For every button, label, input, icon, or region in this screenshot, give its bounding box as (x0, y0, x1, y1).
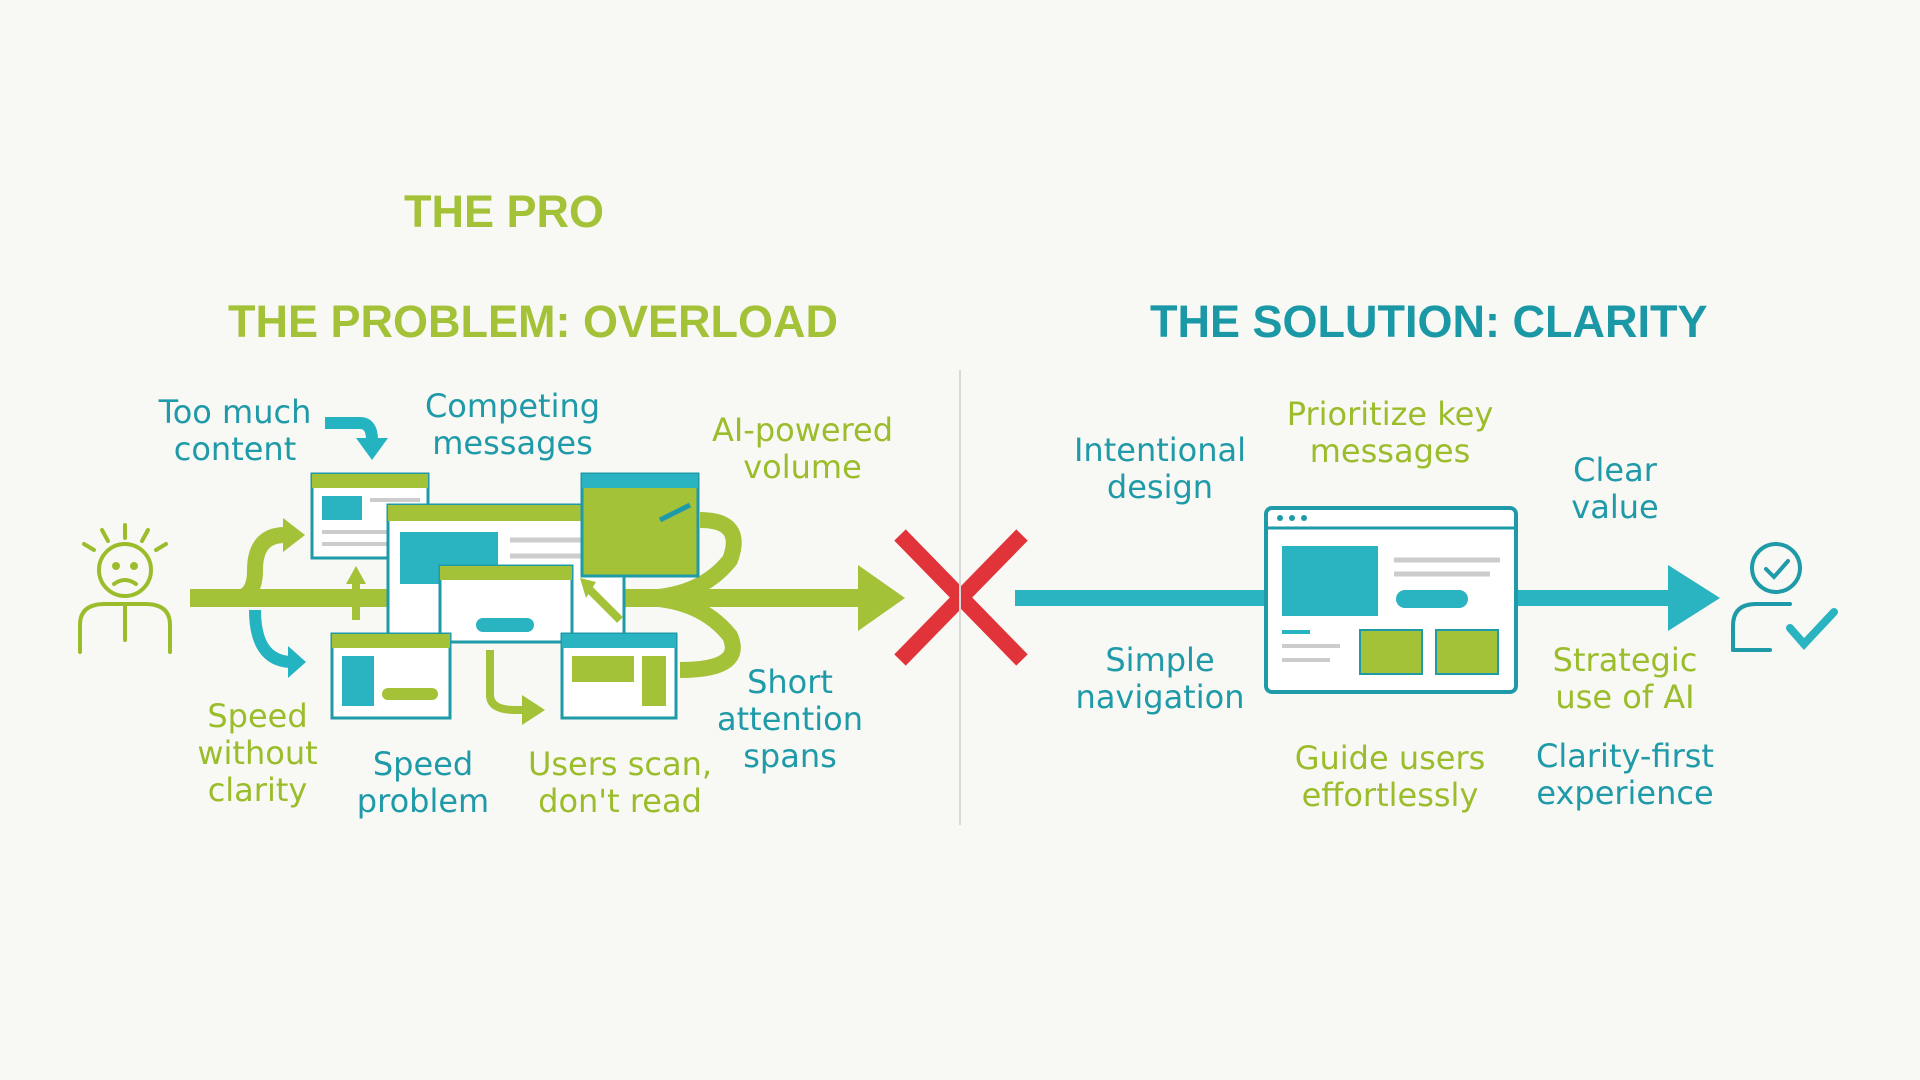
label-speed-problem: Speed problem (356, 745, 490, 820)
browser-window-icon (310, 472, 700, 720)
satisfied-user-icon (1731, 542, 1802, 652)
red-x-icon (894, 529, 1028, 666)
label-ai-powered-volume: AI-powered volume (711, 411, 894, 486)
check-icon (1786, 608, 1838, 650)
solution-title: THE SOLUTION: CLARITY (1150, 296, 1708, 347)
label-intentional-design: Intentional design (1073, 431, 1247, 506)
label-clear-value: Clear value (1571, 451, 1659, 526)
clean-browser-window-icon (1264, 506, 1518, 694)
label-strategic-ai: Strategic use of AI (1552, 641, 1698, 716)
label-users-scan: Users scan, don't read (527, 745, 713, 820)
label-simple-navigation: Simple navigation (1075, 641, 1245, 716)
truncated-title: THE PRO (404, 186, 605, 237)
label-short-attention: Short attention spans (717, 663, 863, 775)
teal-arrows (249, 417, 378, 668)
label-too-much-content: Too much content (158, 393, 312, 468)
label-clarity-first: Clarity-first experience (1536, 737, 1714, 812)
label-speed-without-clarity: Speed without clarity (197, 697, 318, 809)
label-competing-messages: Competing messages (424, 387, 601, 462)
label-prioritize: Prioritize key messages (1286, 395, 1494, 470)
label-guide-users: Guide users effortlessly (1294, 739, 1486, 814)
stressed-user-icon (78, 523, 172, 654)
problem-title: THE PROBLEM: OVERLOAD (228, 296, 839, 347)
problem-arrowhead (858, 565, 905, 631)
section-divider (959, 370, 961, 825)
